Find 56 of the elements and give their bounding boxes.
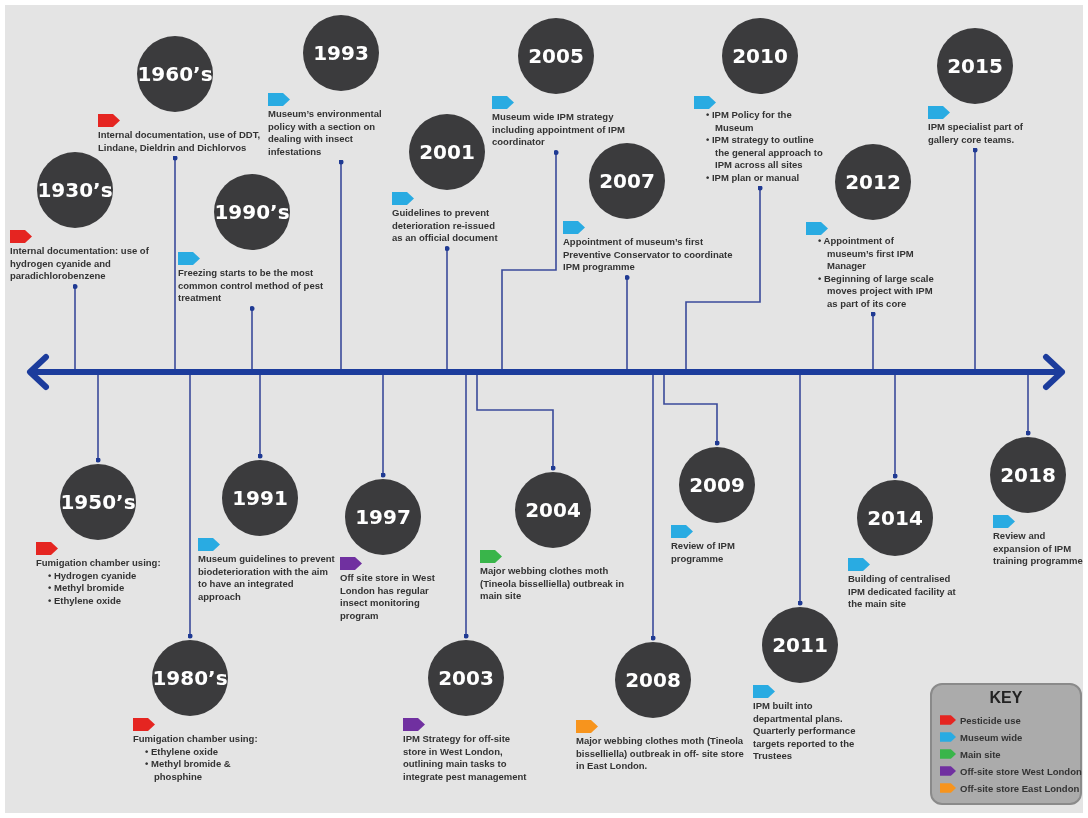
timeline-stem xyxy=(892,374,898,479)
event-description: Major webbing clothes moth (Tineola bisselliella) outbreak in off- site store in East London. xyxy=(576,735,745,773)
event-description: Appointment of museum’s first Preventive Conservator to coordinate IPM programme xyxy=(563,236,733,274)
bullet-item: • Ethylene oxide xyxy=(48,594,122,607)
event-description: Building of centralised IPM dedicated facility at the main site xyxy=(848,573,956,611)
timeline-stem xyxy=(249,306,255,370)
timeline-stem xyxy=(501,150,559,370)
event-description: IPM Strategy for off-site store in West London, outlining main tasks to integrate pest management xyxy=(403,733,528,783)
timeline-stem xyxy=(444,246,450,370)
event-description: IPM specialist part of gallery core teams. xyxy=(928,121,1025,146)
event-description: Freezing starts to be the most common control method of pest treatment xyxy=(178,267,325,305)
legend-title: KEY xyxy=(988,689,1024,707)
bullet-item: • Ethylene oxide xyxy=(145,745,219,758)
timeline-stem xyxy=(187,374,193,639)
event-description: Review and expansion of IPM training programme xyxy=(993,530,1084,568)
timeline-stem xyxy=(95,374,101,463)
timeline-stem xyxy=(624,275,630,370)
bullet-item: • Hydrogen cyanide xyxy=(48,569,138,582)
bullet-item: • Appointment of museum’s first IPM Manager xyxy=(818,235,915,273)
event-description: Internal documentation: use of hydrogen cyanide and paradichlorobenzene xyxy=(10,245,150,283)
bullet-item: • IPM plan or manual xyxy=(706,171,801,184)
legend-label: Main site xyxy=(960,749,1001,760)
bullet-item: • IPM strategy to outline the general approach to IPM across all sites xyxy=(706,134,824,172)
timeline-stem xyxy=(650,374,656,641)
timeline-stem xyxy=(870,311,876,370)
timeline-stem xyxy=(685,185,763,370)
timeline-stem xyxy=(172,155,178,370)
event-description: Guidelines to prevent deterioration re-issued as an official document xyxy=(392,207,499,245)
event-description: Review of IPM programme xyxy=(671,540,736,565)
legend-label: Off-site store East London xyxy=(960,783,1080,794)
event-description: Fumigation chamber using: xyxy=(36,557,162,570)
timeline-stem xyxy=(380,374,386,478)
timeline-stem xyxy=(257,374,263,459)
bullet-item: • Methyl bromide xyxy=(48,582,126,595)
event-description: IPM built into departmental plans. Quarterly performance targets reported to the Trustees xyxy=(753,700,857,763)
event-description: Internal documentation, use of DDT, Lindane, Dieldrin and Dichlorvos xyxy=(98,129,262,154)
timeline-stem xyxy=(972,147,978,370)
timeline-axis-arrow xyxy=(27,354,1065,390)
event-description: Major webbing clothes moth (Tineola bisselliella) outbreak in main site xyxy=(480,565,625,603)
legend-label: Museum wide xyxy=(960,732,1023,743)
timeline-stem xyxy=(476,374,556,471)
timeline-stem xyxy=(797,374,803,606)
event-description: Museum guidelines to prevent biodeterioration with the aim to have an integrated approach xyxy=(198,553,336,603)
legend-label: Off-site store West London xyxy=(960,766,1082,777)
timeline-stem xyxy=(663,374,720,446)
event-description: Museum’s environmental policy with a section on dealing with insect infestations xyxy=(268,108,383,158)
bullet-item: • IPM Policy for the Museum xyxy=(706,109,793,134)
legend-label: Pesticide use xyxy=(960,715,1021,726)
timeline-stem xyxy=(72,284,78,370)
timeline-stem xyxy=(338,159,344,370)
event-description: Off site store in West London has regular insect monitoring program xyxy=(340,572,436,622)
bullet-item: • Beginning of large scale moves project with IPM as part of its core xyxy=(818,272,935,310)
timeline-stem xyxy=(463,374,469,639)
event-description: Fumigation chamber using: xyxy=(133,733,259,746)
bullet-item: • Methyl bromide & phosphine xyxy=(145,758,232,783)
timeline-stem xyxy=(1025,374,1031,436)
